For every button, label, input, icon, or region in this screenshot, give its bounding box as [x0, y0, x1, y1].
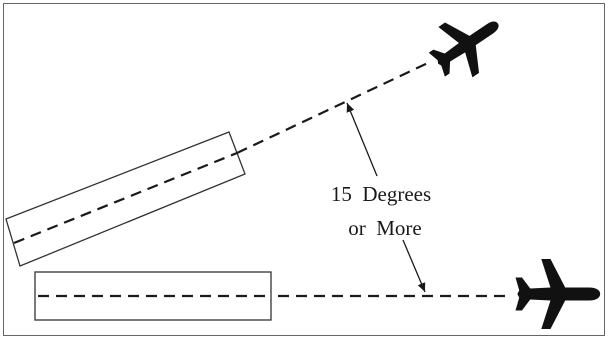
angle-label-line-2: or More	[348, 216, 421, 240]
straight-runway-outline	[34, 271, 272, 321]
angle-arrow-upper	[346, 102, 378, 177]
angle-label-line-1: 15 Degrees	[331, 182, 431, 206]
straight-runway	[34, 271, 272, 321]
diagram-frame	[3, 3, 605, 336]
angle-arrow-lower	[402, 239, 426, 293]
angled-runway	[5, 131, 246, 267]
airplane-icon	[515, 259, 601, 329]
angled-runway-centerline	[13, 151, 238, 245]
airplane-icon	[419, 0, 515, 90]
angled-runway-outline	[5, 131, 246, 267]
departure-path-angled	[236, 60, 433, 154]
